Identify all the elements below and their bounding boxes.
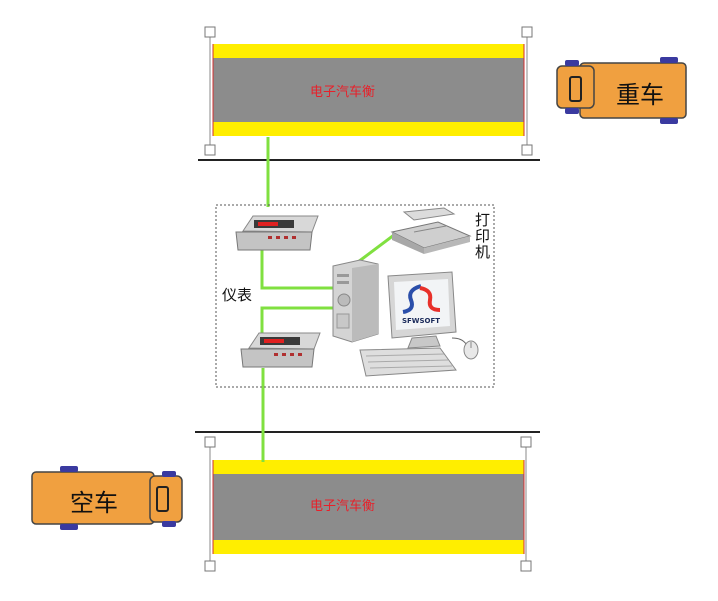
top-scale-label: 电子汽车衡	[310, 85, 376, 100]
cable-instrument-top	[260, 250, 335, 290]
top-scale-sensor-br	[521, 144, 533, 156]
monitor-icon	[387, 271, 457, 349]
empty-truck-window	[156, 486, 169, 512]
keyboard-icon	[359, 347, 457, 377]
wheel-icon	[565, 108, 579, 114]
weighing-indicator-icon	[240, 332, 321, 368]
empty-truck-label: 空车	[70, 489, 118, 517]
top-scale-sensor-tl	[204, 26, 216, 38]
top-scale	[198, 26, 540, 161]
mouse-icon	[451, 337, 479, 360]
printer-icon	[390, 207, 472, 254]
wheel-icon	[162, 471, 176, 477]
bottom-scale-sensor-tl	[204, 436, 216, 448]
monitor-logo-text: SFWSOFT	[402, 317, 440, 325]
empty-truck	[31, 466, 183, 530]
loaded-truck-window	[569, 76, 582, 102]
bottom-scale-label: 电子汽车衡	[310, 499, 376, 514]
top-scale-sensor-bl	[204, 144, 216, 156]
bottom-scale	[195, 431, 540, 572]
cable-instrument-bottom	[260, 306, 335, 335]
wheel-icon	[60, 524, 78, 530]
loaded-truck	[556, 57, 687, 124]
bottom-scale-deck	[213, 474, 524, 540]
top-scale-sensor-tr	[521, 26, 533, 38]
printer-label: 打印机	[473, 212, 491, 260]
wheel-icon	[565, 60, 579, 66]
bottom-scale-sensor-tr	[520, 436, 532, 448]
wheel-icon	[660, 118, 678, 124]
top-scale-deck	[213, 58, 524, 122]
computer-tower-icon	[332, 259, 379, 343]
weighing-indicator-icon	[235, 215, 319, 251]
control-room-box	[215, 204, 495, 388]
wheel-icon	[162, 521, 176, 527]
instrument-label: 仪表	[222, 286, 253, 304]
wheel-icon	[60, 466, 78, 472]
wheel-icon	[660, 57, 678, 63]
cables	[260, 137, 399, 462]
bottom-scale-sensor-br	[520, 560, 532, 572]
cable-printer	[357, 230, 399, 264]
bottom-scale-sensor-bl	[204, 560, 216, 572]
loaded-truck-label: 重车	[616, 81, 664, 109]
